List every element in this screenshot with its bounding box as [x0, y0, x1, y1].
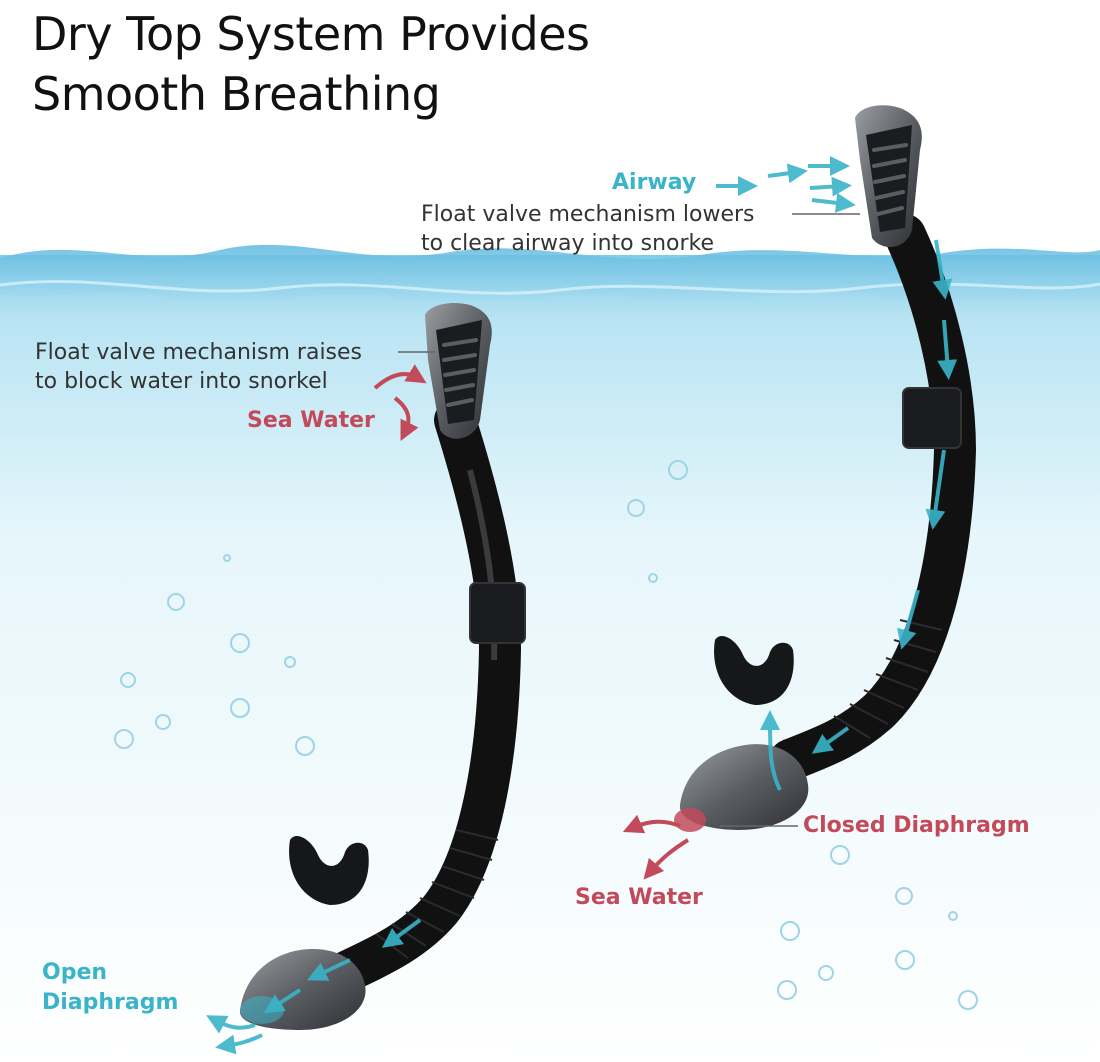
leader-lines: [398, 213, 860, 827]
sea-water-right-label: Sea Water: [575, 885, 703, 910]
airway-label: Airway: [612, 170, 697, 195]
closed-diaphragm-label: Closed Diaphragm: [803, 813, 1030, 838]
float-lowers-line-1: Float valve mechanism lowers: [421, 202, 755, 227]
float-lowers-line-2: to clear airway into snorke: [421, 231, 715, 256]
arrow-icon: [206, 156, 958, 1055]
float-raises-note: Float valve mechanism raises to block wa…: [35, 338, 362, 396]
mouthpiece-icon: [714, 635, 794, 705]
arrow-icon: [373, 364, 690, 880]
float-raises-line-1: Float valve mechanism raises: [35, 340, 363, 365]
bubble-icon: [114, 460, 978, 1010]
title-line-1: Dry Top System Provides: [32, 7, 590, 61]
open-diaphragm-line-1: Open: [42, 960, 108, 985]
open-diaphragm-label: Open Diaphragm: [42, 958, 178, 1018]
snorkel-right: [674, 105, 977, 832]
mouthpiece-icon: [289, 835, 369, 905]
page-title: Dry Top System Provides Smooth Breathing: [32, 4, 590, 124]
open-diaphragm-line-2: Diaphragm: [42, 990, 179, 1015]
title-line-2: Smooth Breathing: [32, 67, 441, 121]
float-raises-line-2: to block water into snorkel: [35, 369, 328, 394]
float-lowers-note: Float valve mechanism lowers to clear ai…: [421, 200, 755, 258]
sea-water-left-label: Sea Water: [247, 408, 375, 433]
